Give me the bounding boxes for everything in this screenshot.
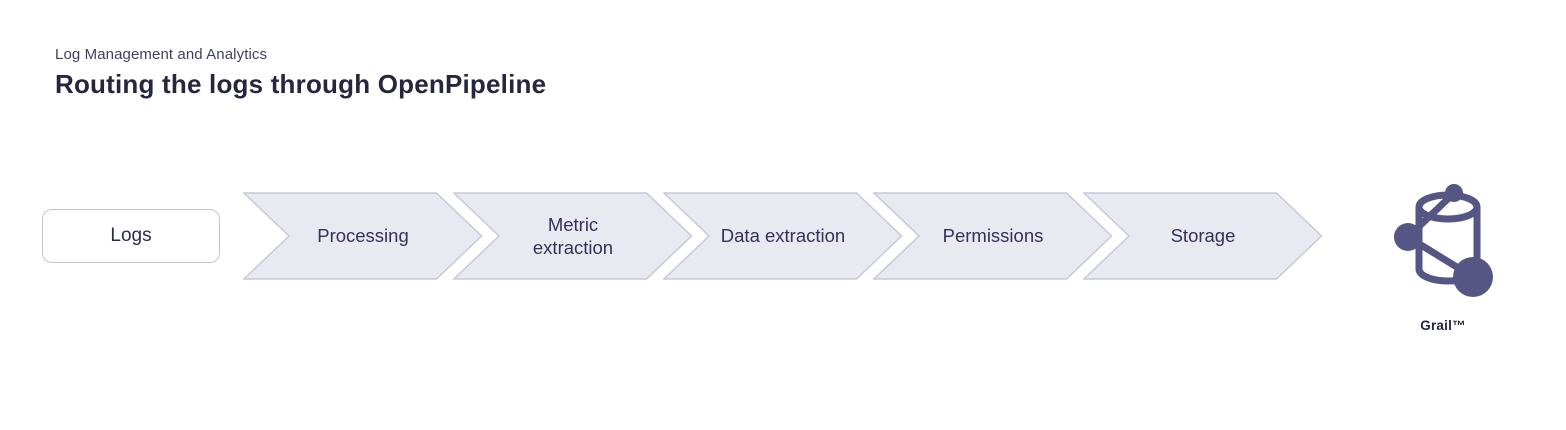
grail-destination: Grail™ [1383, 180, 1503, 333]
chevron-arrow-shape [1083, 192, 1323, 280]
page-title: Routing the logs through OpenPipeline [55, 69, 547, 99]
logs-source-label: Logs [110, 225, 152, 246]
stage-processing: Processing [243, 192, 483, 280]
pipeline-flow: Logs Processing Metric extraction Data e… [42, 192, 1323, 280]
chevron-arrow-shape [453, 192, 693, 280]
stage-storage: Storage [1083, 192, 1323, 280]
chevron-arrow-shape [663, 192, 903, 280]
eyebrow-text: Log Management and Analytics [55, 46, 268, 63]
stage-label: Storage [1170, 225, 1236, 247]
chevron-arrow-shape [243, 192, 483, 280]
grail-label: Grail™ [1420, 318, 1466, 333]
stage-metric-extraction: Metric extraction [453, 192, 693, 280]
diagram-header: Log Management and Analytics Routing the… [55, 46, 546, 100]
stage-label: Processing [317, 225, 409, 247]
grail-database-graph-icon [1394, 184, 1493, 297]
stage-data-extraction: Data extraction [663, 192, 903, 280]
stage-label: Metric extraction [532, 213, 614, 258]
stage-label: Data extraction [720, 225, 846, 247]
logs-source-box: Logs [42, 209, 220, 263]
chevron-arrow-shape [873, 192, 1113, 280]
stage-permissions: Permissions [873, 192, 1113, 280]
stage-label: Permissions [942, 225, 1044, 247]
